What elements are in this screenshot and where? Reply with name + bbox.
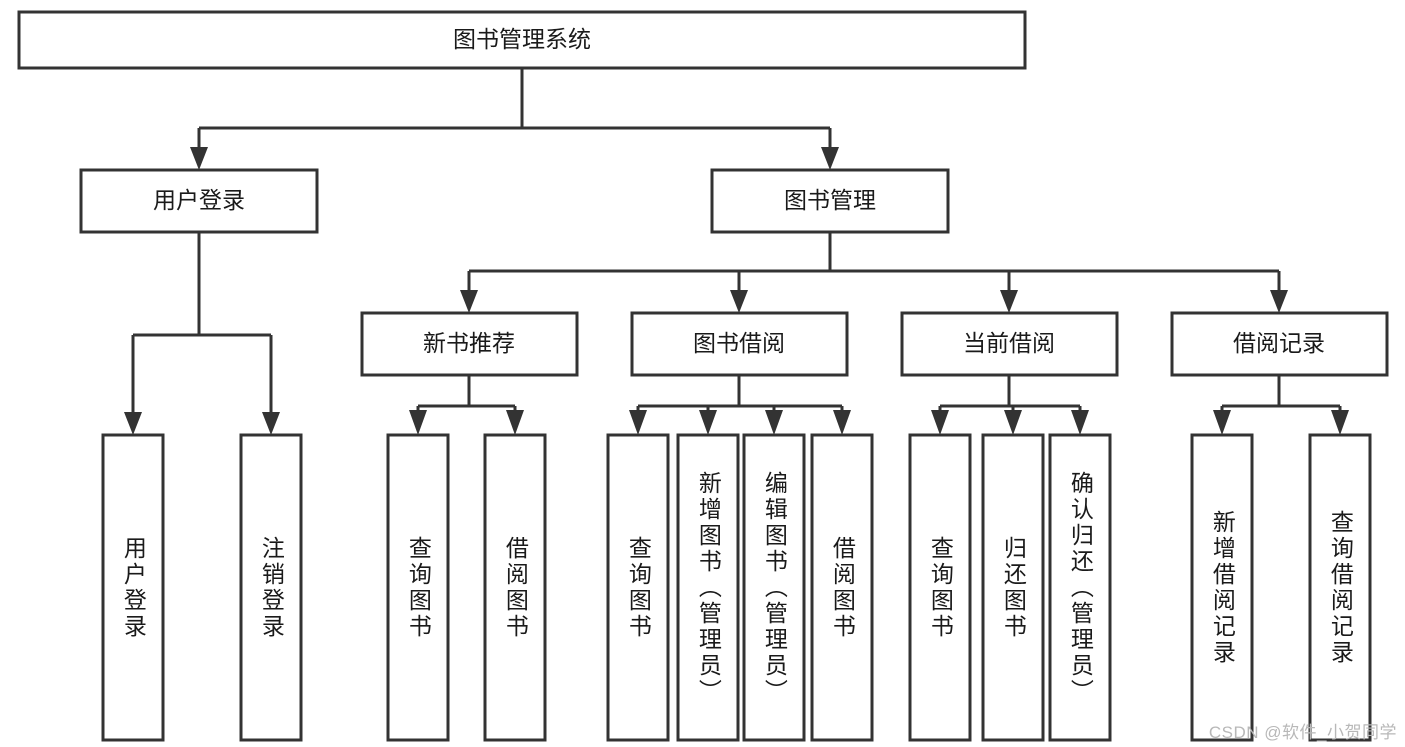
label-new-book-recommend: 新书推荐 — [423, 330, 515, 356]
arrowhead-new-book-rec — [460, 290, 478, 313]
horizontal-label-group: 图书管理系统 用户登录 图书管理 新书推荐 图书借阅 当前借阅 借阅记录 — [153, 26, 1325, 356]
arrowhead-current-borrow — [1000, 290, 1018, 313]
leaf-add-borrow-record[interactable] — [1190, 433, 1254, 742]
arrowhead-l-query-record — [1331, 410, 1349, 435]
csdn-watermark: CSDN @软件_小贺同学 — [1208, 723, 1397, 742]
leaf-query-book-3[interactable] — [908, 433, 972, 742]
arrowhead-l-add-record — [1213, 410, 1231, 435]
arrowhead-l-query-book-3 — [931, 410, 949, 435]
label-root: 图书管理系统 — [453, 26, 591, 52]
arrowhead-l-query-book-1 — [409, 410, 427, 435]
leaf-query-borrow-record[interactable] — [1308, 433, 1372, 742]
arrowhead-l-borrow-book-2 — [833, 410, 851, 435]
arrowhead-l-return-book — [1004, 410, 1022, 435]
leaf-user-logout[interactable] — [239, 433, 303, 742]
arrowhead-l-query-book-2 — [629, 410, 647, 435]
arrowhead-l-edit-book — [765, 410, 783, 435]
node-user-login[interactable] — [79, 168, 319, 234]
label-borrow-record: 借阅记录 — [1233, 330, 1325, 356]
leaf-borrow-book-2[interactable] — [810, 433, 874, 742]
node-book-borrow[interactable] — [630, 311, 849, 377]
arrowhead-user-login — [190, 147, 208, 170]
arrowhead-l-user-login — [124, 412, 142, 435]
leaf-query-book-2[interactable] — [606, 433, 670, 742]
arrowhead-l-borrow-book-1 — [506, 410, 524, 435]
leaf-query-book-1[interactable] — [386, 433, 450, 742]
node-borrow-record[interactable] — [1170, 311, 1389, 377]
arrowhead-borrow-record — [1270, 290, 1288, 313]
leaf-user-login[interactable] — [101, 433, 165, 742]
leaf-return-book[interactable] — [981, 433, 1045, 742]
leaf-confirm-return[interactable] — [1048, 433, 1112, 742]
leaf-add-book[interactable] — [676, 433, 740, 742]
label-current-borrow: 当前借阅 — [963, 330, 1055, 356]
arrowhead-l-add-book — [699, 410, 717, 435]
leaf-borrow-book-1[interactable] — [483, 433, 547, 742]
node-book-management[interactable] — [710, 168, 950, 234]
node-root[interactable] — [17, 10, 1027, 70]
connector-group — [124, 68, 1349, 435]
node-new-book-recommend[interactable] — [360, 311, 579, 377]
arrowhead-l-confirm-return — [1071, 410, 1089, 435]
label-user-login: 用户登录 — [153, 187, 245, 213]
node-current-borrow[interactable] — [900, 311, 1119, 377]
arrowhead-book-borrow — [730, 290, 748, 313]
arrowhead-book-mgmt — [821, 147, 839, 170]
arrowhead-l-user-logout — [262, 412, 280, 435]
leaf-edit-book[interactable] — [742, 433, 806, 742]
label-book-management: 图书管理 — [784, 187, 876, 213]
node-box-group — [17, 10, 1389, 742]
label-book-borrow: 图书借阅 — [693, 330, 785, 356]
